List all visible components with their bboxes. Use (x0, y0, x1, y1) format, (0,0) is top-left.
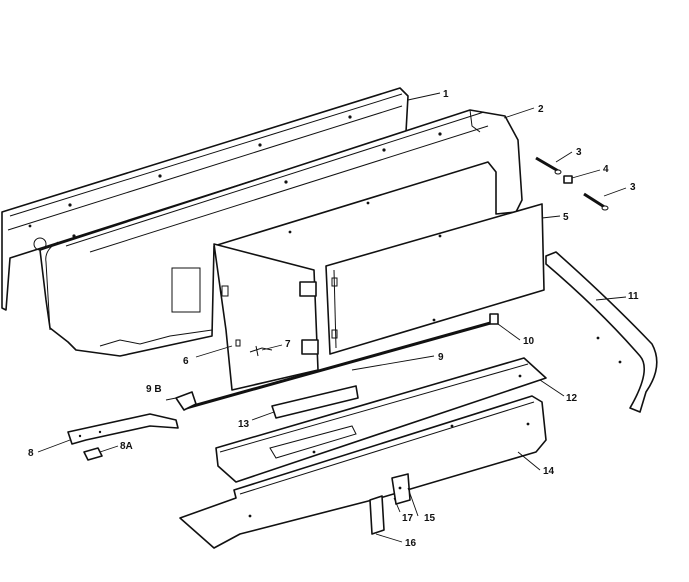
part-8-arm (67, 413, 179, 445)
callout-3-upper: 3 (576, 147, 582, 158)
part-6-left-panel (213, 243, 319, 391)
callout-10: 10 (523, 336, 535, 347)
callout-13: 13 (238, 419, 250, 430)
callout-labels: 1 2 3 4 3 5 6 7 8 8A 9 9 B 10 11 12 13 1… (28, 89, 639, 549)
part-7-latch (249, 345, 273, 357)
callout-1: 1 (443, 89, 449, 100)
callout-7: 7 (285, 339, 291, 350)
callout-9b: 9 B (146, 384, 162, 395)
callout-12: 12 (566, 393, 578, 404)
part-3-pin-upper (535, 156, 562, 175)
part-5-right-panel (325, 203, 545, 355)
part-9b-clip (175, 391, 197, 411)
callout-14: 14 (543, 466, 555, 477)
callout-8a: 8A (120, 441, 133, 452)
part-15-bracket (391, 473, 411, 505)
part-3-pin-lower (583, 192, 609, 211)
callout-8: 8 (28, 448, 34, 459)
callout-11: 11 (628, 291, 639, 302)
part-16-bracket (369, 495, 385, 535)
part-9-rod (185, 313, 499, 410)
callout-17: 17 (402, 513, 414, 524)
callout-15: 15 (424, 513, 436, 524)
part-4-nut (563, 175, 573, 184)
part-2-main-housing (33, 109, 523, 357)
part-8a-plate (83, 447, 103, 461)
callout-3-lower: 3 (630, 182, 636, 193)
callout-6: 6 (183, 356, 189, 367)
part-12-angle-rail (215, 357, 547, 483)
callout-5: 5 (563, 212, 569, 223)
part-13-plate (271, 385, 359, 419)
callout-9: 9 (438, 352, 444, 363)
callout-4: 4 (603, 164, 609, 175)
leader-lines (37, 92, 627, 543)
callout-16: 16 (405, 538, 417, 549)
callout-2: 2 (538, 104, 544, 115)
part-11-curved-strip (545, 251, 658, 413)
